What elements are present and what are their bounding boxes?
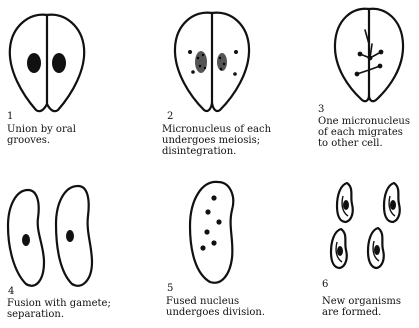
stage-2-cells <box>175 13 249 111</box>
step-caption-4: Fusion with gamete; separation. <box>7 298 111 320</box>
step-caption-6: New organisms are formed. <box>322 296 401 318</box>
stage-4-cells <box>8 186 92 286</box>
step-caption-2: Micronucleus of each undergoes meiosis; … <box>162 124 271 157</box>
step-number-2: 2 <box>167 112 173 122</box>
step-caption-3: One micronucleus of each migrates to oth… <box>318 116 410 149</box>
step-caption-1: Union by oral grooves. <box>7 124 76 146</box>
stage-1-nucleus-right <box>52 53 66 73</box>
step-number-6: 6 <box>322 280 328 290</box>
stage-1-nucleus-left <box>27 53 41 73</box>
stage-5-nuclei <box>200 195 221 250</box>
step-caption-5: Fused nucleus undergoes division. <box>166 296 265 318</box>
stage-4-right-cell <box>56 186 92 286</box>
step-number-4: 4 <box>8 287 14 297</box>
stage-4-nucleus-left <box>22 234 30 246</box>
step-number-5: 5 <box>167 284 173 294</box>
step-number-1: 1 <box>7 112 13 122</box>
step-number-3: 3 <box>318 105 324 115</box>
stage-1-cells <box>10 15 84 112</box>
stage-3-cells <box>335 9 403 101</box>
stage-4-nucleus-right <box>66 230 74 242</box>
